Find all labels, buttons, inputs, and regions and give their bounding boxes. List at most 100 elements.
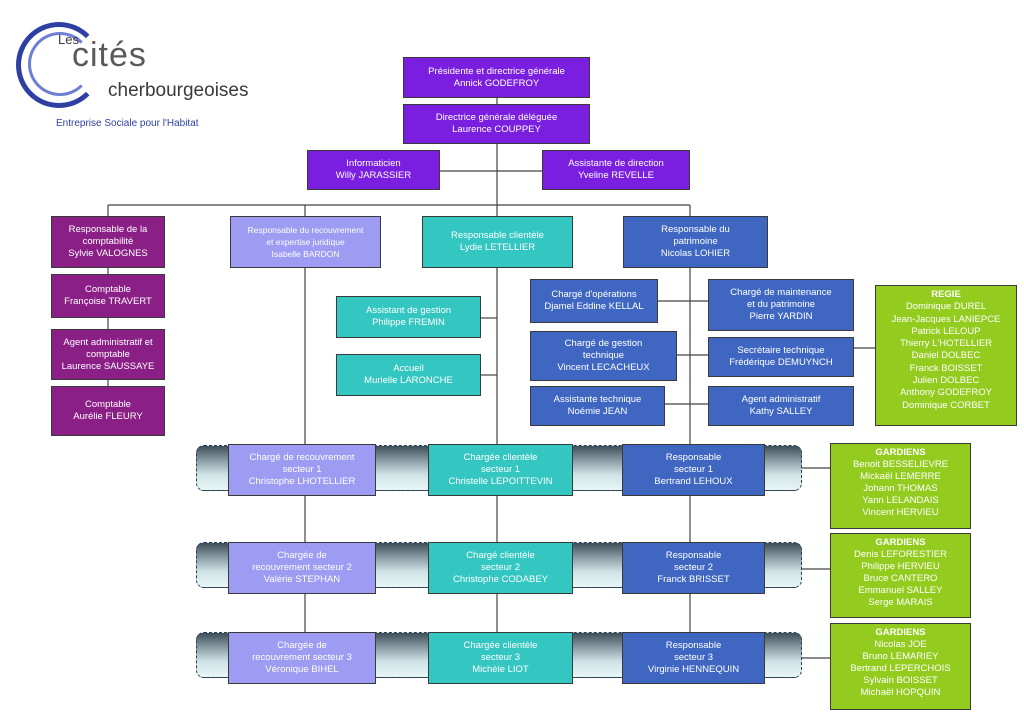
- gardien: Bruno LEMARIEY: [862, 651, 939, 662]
- regie-member: Patrick LELOUP: [911, 325, 981, 337]
- person-name: Christophe LHOTELLIER: [248, 476, 356, 487]
- logo-cites: cités: [72, 36, 147, 74]
- person-name: Franck BRISSET: [657, 574, 730, 585]
- resp-comptabilite-box: Responsable de la comptabilité Sylvie VA…: [51, 216, 165, 268]
- role: Agent administratif: [741, 394, 821, 405]
- regie-member: Dominique CORBET: [902, 399, 990, 411]
- gardien: Bruce CANTERO: [863, 573, 938, 584]
- gardien: Johann THOMAS: [863, 483, 938, 494]
- sector-2-gardiens-box: GARDIENS Denis LEFORESTIER Philippe HERV…: [830, 533, 971, 618]
- informaticien-box: Informaticien Willy JARASSIER: [307, 150, 440, 190]
- role-line1: Agent administratif et: [63, 336, 153, 348]
- gardien: Michaël HOPQUIN: [860, 687, 941, 698]
- person-name: Frédérique DEMUYNCH: [729, 357, 833, 368]
- sector-1-recouvrement-box: Chargé de recouvrement secteur 1 Christo…: [228, 444, 376, 496]
- company-logo: Les cités cherbourgeoises Entreprise Soc…: [16, 18, 248, 138]
- gardien: Serge MARAIS: [868, 597, 933, 608]
- agent-comptable-box: Agent administratif et comptable Laurenc…: [51, 329, 165, 380]
- comptable-1-box: Comptable Françoise TRAVERT: [51, 274, 165, 318]
- assistante-technique-box: Assistante technique Noémie JEAN: [530, 386, 665, 426]
- role-line1: Chargé de gestion: [564, 338, 643, 349]
- person-name: Aurélie FLEURY: [73, 411, 143, 422]
- role: Accueil: [393, 363, 424, 374]
- role-line2: patrimoine: [673, 236, 718, 247]
- person-name: Pierre YARDIN: [749, 311, 813, 322]
- role-line1: Chargé de recouvrement: [249, 452, 355, 463]
- regie-member: Julien DOLBEC: [912, 375, 980, 387]
- gardien: Denis LEFORESTIER: [854, 549, 947, 560]
- gardien: Nicolas JOE: [874, 639, 927, 650]
- role-line1: Chargée de: [277, 640, 327, 651]
- role-line2: comptable: [86, 348, 130, 360]
- person-name: Annick GODEFROY: [453, 77, 540, 89]
- role: Chargé d'opérations: [551, 289, 637, 300]
- role-line1: Responsable: [665, 452, 722, 463]
- gardiens-title: GARDIENS: [875, 537, 926, 548]
- logo-inner-arc: [28, 32, 92, 96]
- person-name: Christelle LEPOITTEVIN: [448, 476, 553, 487]
- sector-2-responsable-box: Responsable secteur 2 Franck BRISSET: [622, 542, 765, 594]
- gardien: Mickaël LEMERRE: [860, 471, 941, 482]
- role-line2: comptabilité: [82, 236, 134, 247]
- accueil-box: Accueil Murielle LARONCHE: [336, 354, 481, 396]
- regie-member: Thierry L'HOTELLIER: [899, 338, 993, 350]
- comptable-2-box: Comptable Aurélie FLEURY: [51, 386, 165, 436]
- role: Comptable: [85, 399, 131, 410]
- sector-2-clientele-box: Chargé clientèle secteur 2 Christophe CO…: [428, 542, 573, 594]
- role-line1: Chargée clientèle: [463, 640, 538, 651]
- gardien: Emmanuel SALLEY: [858, 585, 943, 596]
- gardien: Vincent HERVIEU: [862, 507, 939, 518]
- assistante-direction-box: Assistante de direction Yveline REVELLE: [542, 150, 690, 190]
- resp-recouvrement-box: Responsable du recouvrement et expertise…: [230, 216, 381, 268]
- role-line2: secteur 1: [282, 464, 322, 475]
- person-name: Lydie LETELLIER: [459, 242, 536, 253]
- resp-patrimoine-box: Responsable du patrimoine Nicolas LOHIER: [623, 216, 768, 268]
- role: Directrice générale déléguée: [435, 112, 558, 123]
- role: Responsable clientèle: [451, 230, 544, 241]
- agent-administratif-box: Agent administratif Kathy SALLEY: [708, 386, 854, 426]
- person-name: Vincent LECACHEUX: [557, 362, 650, 373]
- person-name: Christophe CODABEY: [452, 574, 549, 585]
- sector-3-recouvrement-box: Chargée de recouvrement secteur 3 Véroni…: [228, 632, 376, 684]
- person-name: Bertrand LEHOUX: [654, 476, 733, 487]
- role: Informaticien: [346, 158, 401, 169]
- charge-gestion-technique-box: Chargé de gestion technique Vincent LECA…: [530, 331, 677, 381]
- role-line2: secteur 3: [673, 652, 714, 663]
- role-line1: Responsable: [665, 550, 722, 561]
- person-name: Philippe FREMIN: [372, 317, 445, 328]
- person-name: Yveline REVELLE: [577, 170, 655, 181]
- person-name: Willy JARASSIER: [335, 170, 412, 181]
- gardien: Yann LELANDAIS: [862, 495, 939, 506]
- dg-deleguee-box: Directrice générale déléguée Laurence CO…: [403, 104, 590, 144]
- role: Présidente et directrice générale: [428, 65, 565, 77]
- sector-3-gardiens-box: GARDIENS Nicolas JOE Bruno LEMARIEY Bert…: [830, 623, 971, 710]
- regie-member: Dominique DUREL: [905, 301, 987, 313]
- gardien: Sylvain BOISSET: [863, 675, 938, 686]
- logo-tagline: Entreprise Sociale pour l'Habitat: [56, 118, 199, 129]
- gardien: Philippe HERVIEU: [861, 561, 940, 572]
- sector-1-clientele-box: Chargée clientèle secteur 1 Christelle L…: [428, 444, 573, 496]
- logo-les: Les: [58, 32, 79, 47]
- sector-1-responsable-box: Responsable secteur 1 Bertrand LEHOUX: [622, 444, 765, 496]
- role-line2: technique: [582, 350, 625, 361]
- regie-member: Jean-Jacques LANIEPCE: [891, 313, 1001, 325]
- person-name: Murielle LARONCHE: [364, 375, 453, 386]
- role: Comptable: [85, 284, 131, 295]
- person-name: Nicolas LOHIER: [660, 248, 731, 259]
- person-name: Virginie HENNEQUIN: [647, 664, 740, 675]
- role-line2: recouvrement secteur 3: [252, 652, 352, 663]
- role-line2: secteur 3: [480, 652, 521, 663]
- person-name: Valérie STEPHAN: [263, 574, 341, 585]
- resp-clientele-box: Responsable clientèle Lydie LETELLIER: [422, 216, 573, 268]
- gardiens-title: GARDIENS: [875, 627, 926, 638]
- gardiens-title: GARDIENS: [875, 447, 926, 458]
- person-name: Michèle LIOT: [472, 664, 529, 675]
- regie-member: Franck BOISSET: [909, 362, 983, 374]
- sector-2-recouvrement-box: Chargée de recouvrement secteur 2 Valéri…: [228, 542, 376, 594]
- person-name: Kathy SALLEY: [749, 406, 813, 417]
- charge-maintenance-box: Chargé de maintenance et du patrimoine P…: [708, 279, 854, 331]
- role-line2: et expertise juridique: [266, 237, 345, 247]
- presidente-box: Présidente et directrice générale Annick…: [403, 57, 590, 98]
- role-line1: Responsable du: [661, 224, 730, 235]
